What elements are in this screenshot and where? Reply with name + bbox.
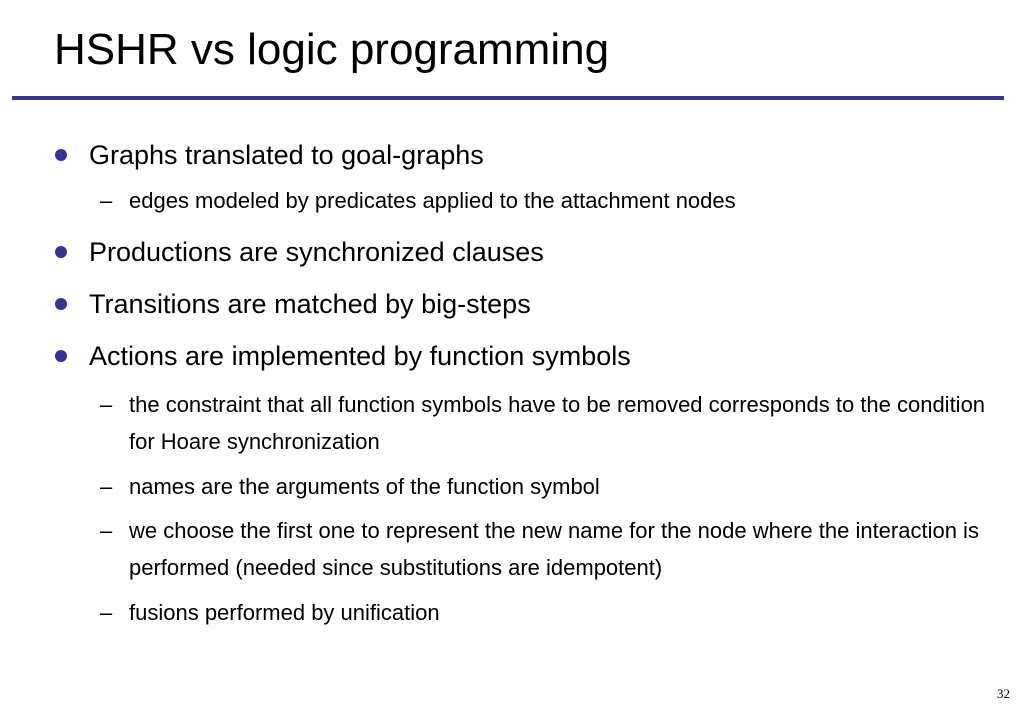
sub-bullet-item: the constraint that all function symbols… — [129, 392, 986, 454]
sub-bullet-dash: – — [100, 518, 113, 543]
slide-title: HSHR vs logic programming — [54, 25, 610, 74]
bullet-dot-icon — [55, 246, 67, 258]
bullet-dot-icon — [55, 298, 67, 310]
bullet-item: Graphs translated to goal-graphs — [89, 140, 484, 170]
sub-bullet-dash: – — [100, 188, 113, 213]
bullet-dot-icon — [55, 350, 67, 362]
title-divider — [12, 96, 1004, 100]
sub-bullet-dash: – — [100, 392, 113, 417]
sub-bullet-dash: – — [100, 600, 113, 625]
sub-bullet-item: edges modeled by predicates applied to t… — [129, 188, 736, 213]
sub-bullet-item: names are the arguments of the function … — [129, 474, 600, 499]
sub-bullet-item: fusions performed by unification — [129, 600, 440, 625]
bullet-item: Actions are implemented by function symb… — [89, 341, 631, 371]
bullet-item: Transitions are matched by big-steps — [89, 289, 531, 319]
bullet-dot-icon — [55, 149, 67, 161]
sub-bullet-item: we choose the first one to represent the… — [129, 518, 979, 580]
bullet-item: Productions are synchronized clauses — [89, 237, 544, 267]
sub-bullet-dash: – — [100, 474, 113, 499]
page-number: 32 — [997, 686, 1010, 701]
